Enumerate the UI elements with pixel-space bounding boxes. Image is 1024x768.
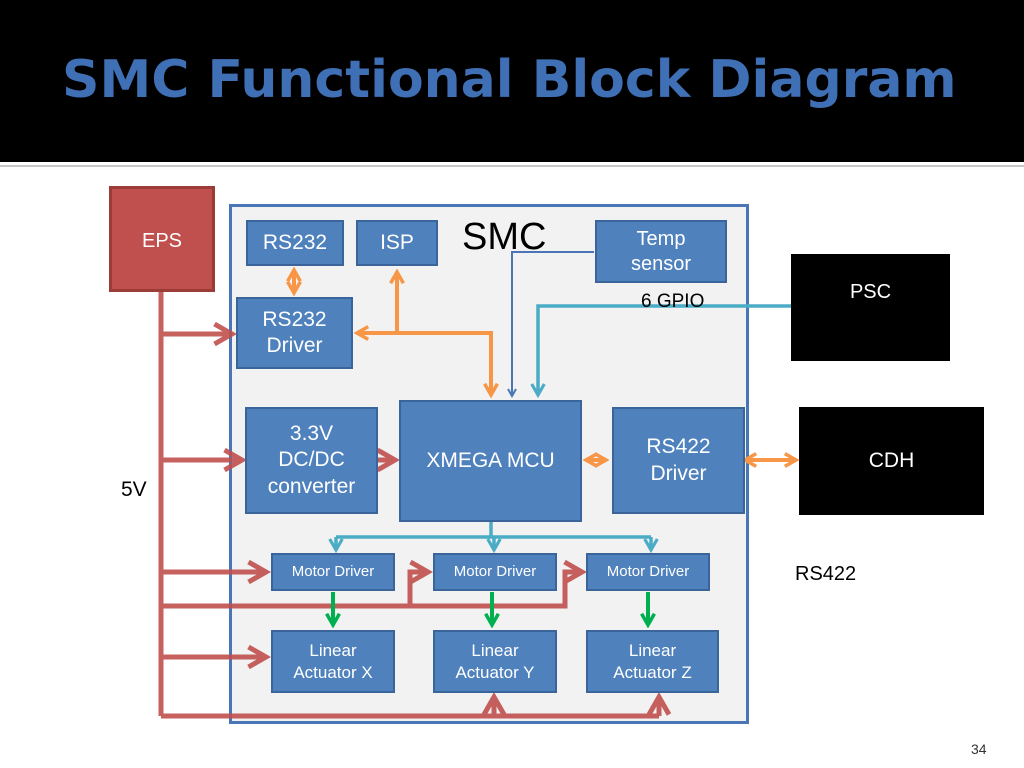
page-number: 34 <box>971 741 987 757</box>
motor-driver-1-block: Motor Driver <box>271 553 395 591</box>
power-label: 5V <box>121 478 147 501</box>
motor-driver-2-block: Motor Driver <box>433 553 557 591</box>
gpio-lines <box>328 304 793 554</box>
rs422-driver-block: RS422 Driver <box>612 407 745 514</box>
psc-block: PSC <box>791 254 950 361</box>
rs422-label: RS422 <box>795 563 857 585</box>
rs232-driver-block: RS232 Driver <box>236 297 353 369</box>
power-to-motor-driver-3 <box>395 559 588 609</box>
isp-block: ISP <box>356 220 438 266</box>
motor-driver-3-block: Motor Driver <box>586 553 710 591</box>
cdh-block: CDH <box>799 407 984 515</box>
eps-block: EPS <box>109 186 215 292</box>
linear-actuator-x-block: Linear Actuator X <box>271 630 395 693</box>
isp-to-mcu <box>397 272 491 395</box>
psc-to-mcu <box>530 304 793 399</box>
divider-line <box>0 165 1024 167</box>
rs232-block: RS232 <box>246 220 344 266</box>
linear-actuator-z-block: Linear Actuator Z <box>586 630 719 693</box>
slide-title: SMC Functional Block Diagram <box>62 50 957 110</box>
smc-label: SMC <box>462 216 547 258</box>
temp-sensor-block: Temp sensor <box>595 220 727 283</box>
gpio-label: 6 GPIO <box>641 291 705 312</box>
title-bar <box>0 0 1024 162</box>
xmega-mcu-block: XMEGA MCU <box>399 400 582 522</box>
programming-lines <box>294 270 796 460</box>
power-lines <box>158 290 672 719</box>
actuator-lines <box>333 592 648 625</box>
dcdc-converter-block: 3.3V DC/DC converter <box>245 407 378 514</box>
linear-actuator-y-block: Linear Actuator Y <box>433 630 557 693</box>
temp-sensor-line <box>507 251 594 399</box>
